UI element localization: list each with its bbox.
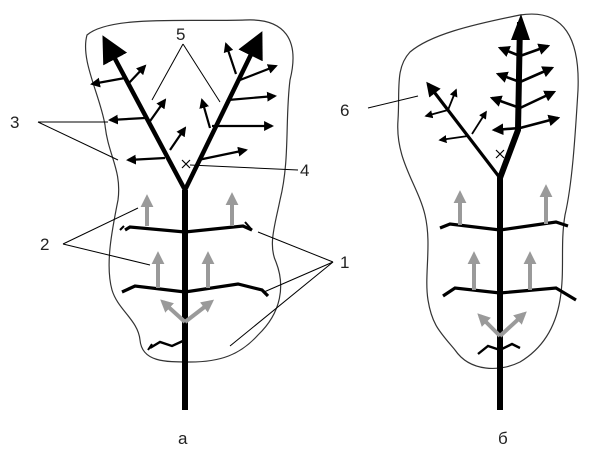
- lower-tiers-b: [440, 222, 576, 354]
- label-3: 3: [10, 113, 19, 132]
- panel-b: 6 б: [340, 14, 578, 448]
- callout-line-6: [368, 96, 418, 108]
- shoots-left-leader-b: [426, 90, 486, 140]
- label-5: 5: [176, 25, 185, 44]
- label-2: 2: [40, 235, 49, 254]
- caption-a: а: [178, 429, 188, 448]
- cross-mark-a: [182, 160, 190, 168]
- caption-b: б: [498, 429, 508, 448]
- leader-left-b: [428, 84, 500, 178]
- cross-mark-b: [496, 150, 504, 158]
- grey-arrows-a: [147, 196, 232, 322]
- lower-tiers-a: [120, 222, 268, 350]
- shoots-right-leader-b: [492, 46, 558, 130]
- top-arrowhead-b: [511, 14, 530, 40]
- shoots-left-leader-a: [92, 66, 185, 160]
- panel-a: 5 3 4 2 1 а: [10, 20, 349, 448]
- label-6: 6: [340, 101, 349, 120]
- label-4: 4: [300, 161, 309, 180]
- label-1: 1: [340, 253, 349, 272]
